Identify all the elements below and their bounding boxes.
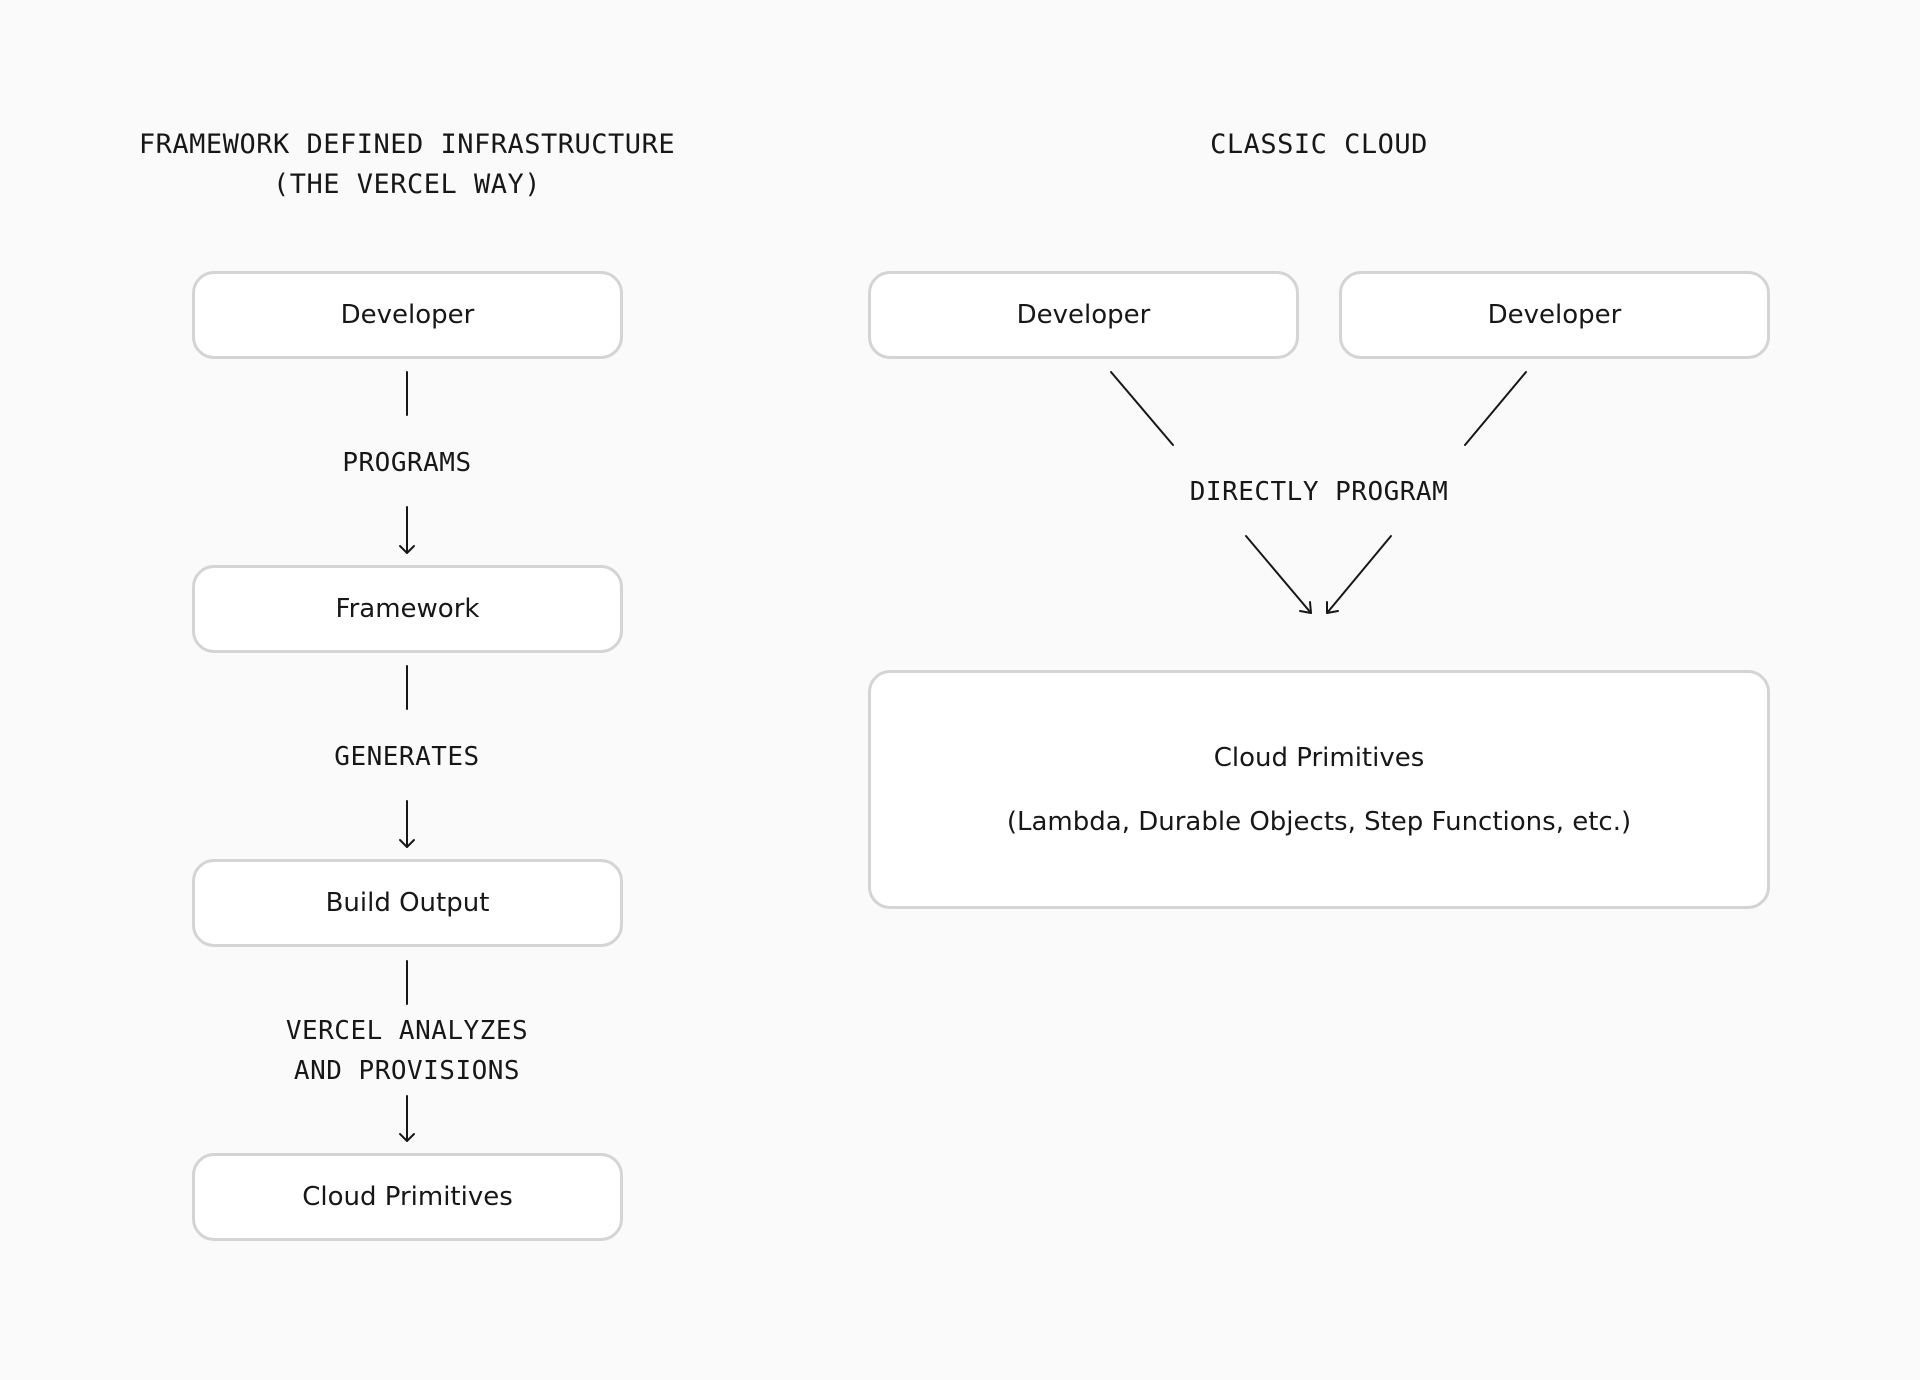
node-developer-label: Developer	[340, 300, 475, 330]
edge-label-generates: GENERATES	[334, 742, 480, 772]
left-heading: FRAMEWORK DEFINED INFRASTRUCTURE (THE VE…	[107, 125, 707, 205]
node-developer-b-label: Developer	[1487, 300, 1622, 330]
arrowhead-build-output	[399, 839, 415, 848]
node-cloud-primitives-label: Cloud Primitives	[302, 1182, 513, 1212]
left-heading-line1: FRAMEWORK DEFINED INFRASTRUCTURE	[138, 129, 676, 160]
node-build-output-label: Build Output	[325, 888, 490, 918]
node-framework-label: Framework	[335, 594, 480, 624]
connector-label-cloud-b	[1326, 535, 1392, 614]
arrowhead-framework	[399, 545, 415, 554]
node-framework: Framework	[192, 565, 623, 653]
connector-label-cloud-a	[1245, 535, 1312, 614]
edge-label-programs: PROGRAMS	[342, 448, 472, 478]
connector-developer-b-label	[1464, 371, 1527, 446]
node-cloud-primitives-classic: Cloud Primitives (Lambda, Durable Object…	[868, 670, 1770, 909]
node-build-output: Build Output	[192, 859, 623, 947]
left-heading-line2: (THE VERCEL WAY)	[272, 169, 542, 200]
node-cloud-primitives-classic-examples: (Lambda, Durable Objects, Step Functions…	[1006, 806, 1632, 837]
node-developer-a-label: Developer	[1016, 300, 1151, 330]
connector-developer-a-label	[1110, 371, 1174, 446]
edge-label-directly-program: DIRECTLY PROGRAM	[1189, 477, 1449, 507]
arrowhead-cloud-primitives	[399, 1133, 415, 1142]
node-developer-b: Developer	[1339, 271, 1770, 359]
arrowhead-cloud-b	[1326, 601, 1339, 614]
node-cloud-primitives: Cloud Primitives	[192, 1153, 623, 1241]
edge-label-analyzes-line1: VERCEL ANALYZES	[285, 1016, 529, 1046]
right-heading: CLASSIC CLOUD	[1210, 129, 1428, 160]
node-cloud-primitives-classic-title: Cloud Primitives	[1213, 742, 1425, 773]
node-developer-a: Developer	[868, 271, 1299, 359]
arrowhead-cloud-a	[1299, 601, 1312, 614]
node-developer: Developer	[192, 271, 623, 359]
edge-label-analyzes-line2: AND PROVISIONS	[293, 1056, 521, 1086]
edge-label-analyzes-provisions: VERCEL ANALYZES AND PROVISIONS	[227, 1011, 587, 1091]
